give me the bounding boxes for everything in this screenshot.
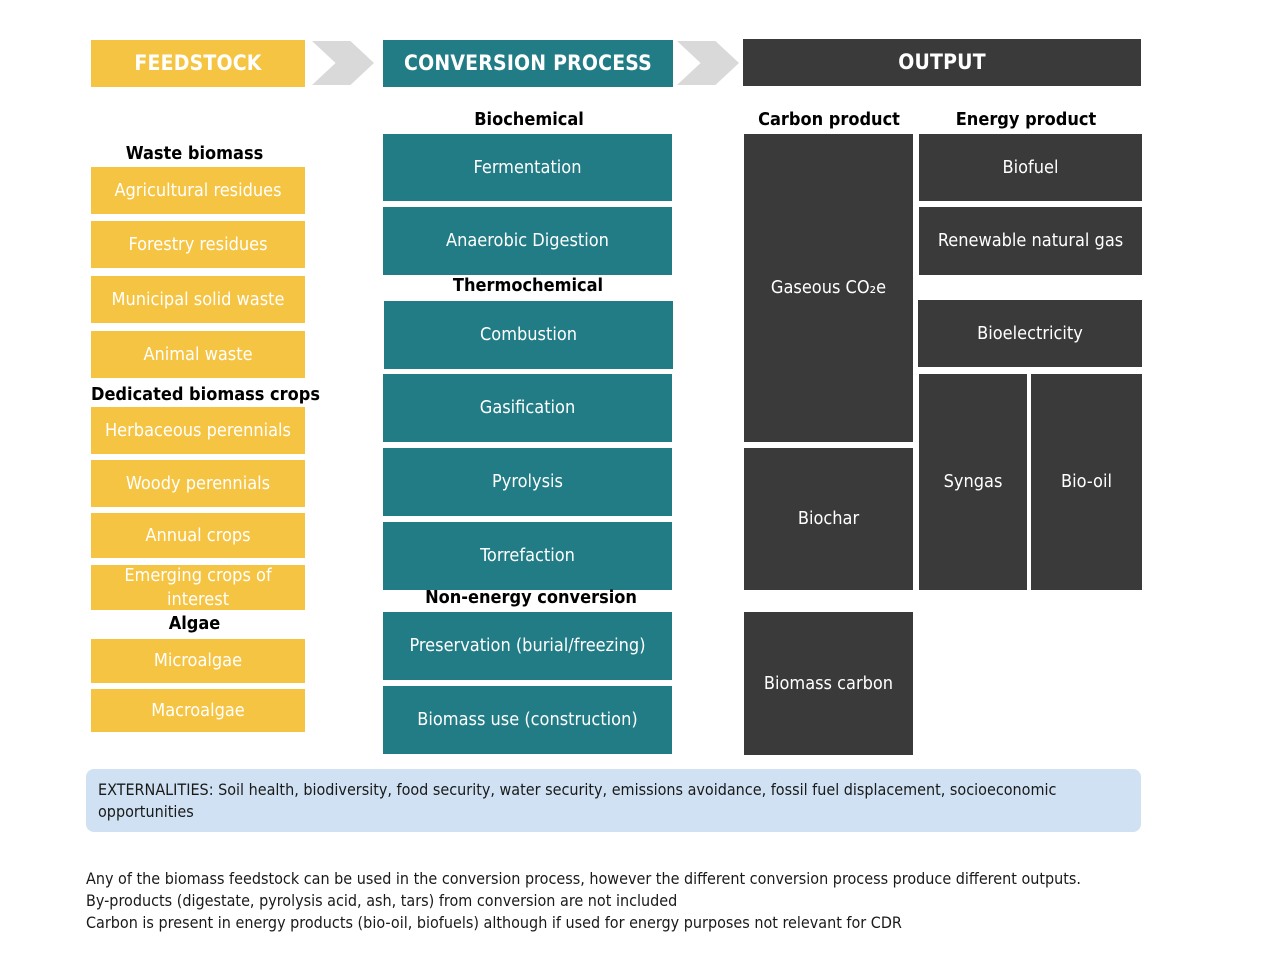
chevron-right-icon [677, 41, 739, 85]
feedstock-item: Woody perennials [91, 460, 305, 507]
conversion-item: Torrefaction [383, 522, 672, 590]
feedstock-item: Macroalgae [91, 689, 305, 732]
energy-product-item: Bio-oil [1031, 374, 1142, 590]
energy-product-item: Biofuel [919, 134, 1142, 201]
footnote: Any of the biomass feedstock can be used… [86, 869, 1081, 888]
footnotes: Any of the biomass feedstock can be used… [86, 868, 1081, 934]
waste-biomass-label: Waste biomass [125, 143, 264, 164]
energy-product-item: Renewable natural gas [919, 207, 1142, 275]
feedstock-item: Herbaceous perennials [91, 407, 305, 454]
feedstock-item: Microalgae [91, 639, 305, 683]
carbon-product-item: Biomass carbon [744, 612, 913, 755]
conversion-item: Fermentation [383, 134, 672, 201]
conversion-item: Anaerobic Digestion [383, 207, 672, 275]
conversion-item: Biomass use (construction) [383, 686, 672, 754]
algae-label: Algae [168, 613, 221, 634]
carbon-product-label: Carbon product [758, 109, 900, 130]
conversion-item: Gasification [383, 374, 672, 442]
footnote: Carbon is present in energy products (bi… [86, 913, 902, 932]
feedstock-item: Forestry residues [91, 221, 305, 268]
conversion-item: Combustion [384, 301, 673, 369]
non-energy-label: Non-energy conversion [425, 587, 637, 608]
thermochemical-label: Thermochemical [452, 275, 604, 296]
output-header: OUTPUT [743, 39, 1141, 86]
externalities-box: EXTERNALITIES: Soil health, biodiversity… [86, 769, 1141, 832]
feedstock-item: Agricultural residues [91, 167, 305, 214]
conversion-item: Pyrolysis [383, 448, 672, 516]
carbon-product-item: Gaseous CO₂e [744, 134, 913, 442]
footnote: By-products (digestate, pyrolysis acid, … [86, 891, 678, 910]
feedstock-item: Annual crops [91, 513, 305, 558]
conversion-item: Preservation (burial/freezing) [383, 612, 672, 680]
conversion-header: CONVERSION PROCESS [383, 40, 673, 87]
energy-product-item: Bioelectricity [918, 300, 1142, 367]
feedstock-item: Municipal solid waste [91, 276, 305, 323]
feedstock-item: Animal waste [91, 331, 305, 378]
energy-product-item: Syngas [919, 374, 1027, 590]
feedstock-item: Emerging crops of interest [91, 565, 305, 610]
energy-product-label: Energy product [955, 109, 1097, 130]
chevron-right-icon [312, 41, 374, 85]
biochemical-label: Biochemical [474, 109, 584, 130]
feedstock-header: FEEDSTOCK [91, 40, 305, 87]
dedicated-crops-label: Dedicated biomass crops [91, 384, 320, 405]
carbon-product-item: Biochar [744, 448, 913, 590]
